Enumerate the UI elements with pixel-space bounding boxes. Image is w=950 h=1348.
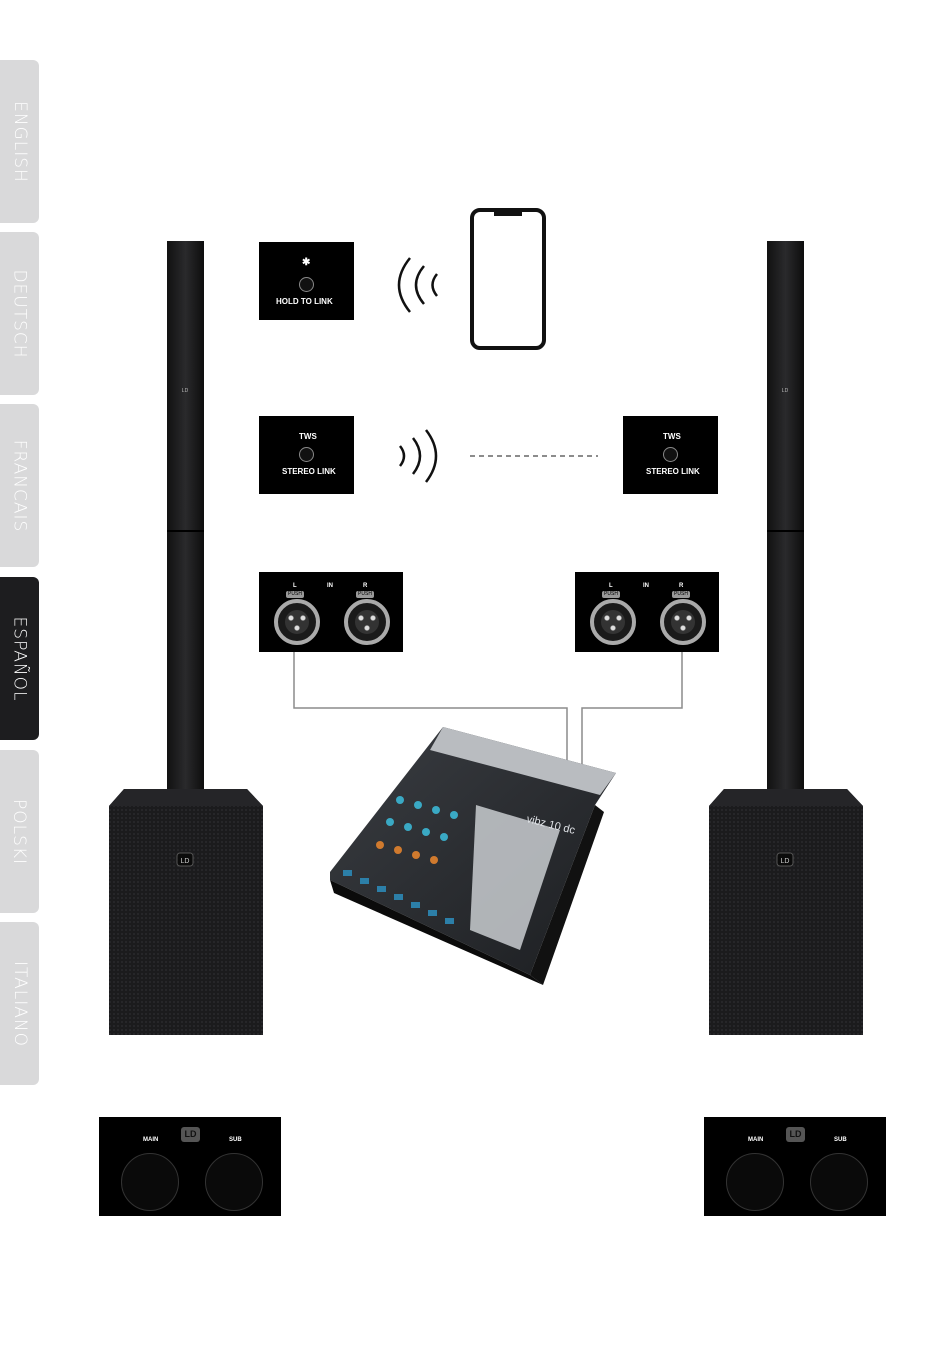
push-release[interactable]: PUSH xyxy=(672,591,690,598)
sub-label: SUB xyxy=(229,1137,242,1143)
input-panel-right: L IN R PUSH PUSH xyxy=(575,572,719,652)
main-volume-knob[interactable] xyxy=(121,1153,179,1211)
sub-volume-knob[interactable] xyxy=(205,1153,263,1211)
hold-to-link-label: HOLD TO LINK xyxy=(276,297,333,306)
right-column-logo: LD xyxy=(782,388,789,394)
input-in-label: IN xyxy=(643,583,649,589)
ld-logo: LD xyxy=(786,1127,805,1142)
left-column-upper xyxy=(167,241,204,531)
input-l-label: L xyxy=(293,583,297,589)
bluetooth-signal-icon xyxy=(399,258,437,312)
right-column-upper xyxy=(767,241,804,531)
push-release[interactable]: PUSH xyxy=(286,591,304,598)
sub-volume-knob[interactable] xyxy=(810,1153,868,1211)
mixer: vibz 10 dc xyxy=(330,727,616,985)
right-speaker-logo: LD xyxy=(781,858,790,865)
input-l-label: L xyxy=(609,583,613,589)
input-in-label: IN xyxy=(327,583,333,589)
input-panel-left: L IN R PUSH PUSH xyxy=(259,572,403,652)
tws-panel-left: TWS STEREO LINK xyxy=(259,416,354,494)
sub-label: SUB xyxy=(834,1137,847,1143)
main-label: MAIN xyxy=(143,1137,158,1143)
xlr-input-left[interactable] xyxy=(590,599,636,645)
left-subwoofer xyxy=(109,789,263,1035)
control-panel-right: MAIN LD SUB xyxy=(704,1117,886,1216)
tws-label: TWS xyxy=(663,432,681,441)
push-release[interactable]: PUSH xyxy=(602,591,620,598)
tws-panel-right: TWS STEREO LINK xyxy=(623,416,718,494)
right-speaker xyxy=(709,241,863,1035)
bluetooth-link-button[interactable] xyxy=(299,277,314,292)
left-speaker xyxy=(109,241,263,1035)
bluetooth-icon: ✱ xyxy=(302,257,310,268)
push-release[interactable]: PUSH xyxy=(356,591,374,598)
left-column-lower xyxy=(167,531,204,821)
xlr-input-right[interactable] xyxy=(660,599,706,645)
main-label: MAIN xyxy=(748,1137,763,1143)
tws-link-button-left[interactable] xyxy=(299,447,314,462)
xlr-input-right[interactable] xyxy=(344,599,390,645)
control-panel-left: MAIN LD SUB xyxy=(99,1117,281,1216)
ld-logo: LD xyxy=(181,1127,200,1142)
tws-link-button-right[interactable] xyxy=(663,447,678,462)
bluetooth-panel: ✱ HOLD TO LINK xyxy=(259,242,354,320)
tws-signal-icon xyxy=(400,430,436,482)
left-column-logo: LD xyxy=(182,388,189,394)
stereo-link-label: STEREO LINK xyxy=(646,467,700,476)
xlr-input-left[interactable] xyxy=(274,599,320,645)
input-r-label: R xyxy=(679,583,683,589)
right-subwoofer xyxy=(709,789,863,1035)
stereo-link-label: STEREO LINK xyxy=(282,467,336,476)
left-speaker-logo: LD xyxy=(181,858,190,865)
input-r-label: R xyxy=(363,583,367,589)
smartphone-icon xyxy=(472,210,544,348)
right-column-lower xyxy=(767,531,804,821)
tws-label: TWS xyxy=(299,432,317,441)
main-volume-knob[interactable] xyxy=(726,1153,784,1211)
